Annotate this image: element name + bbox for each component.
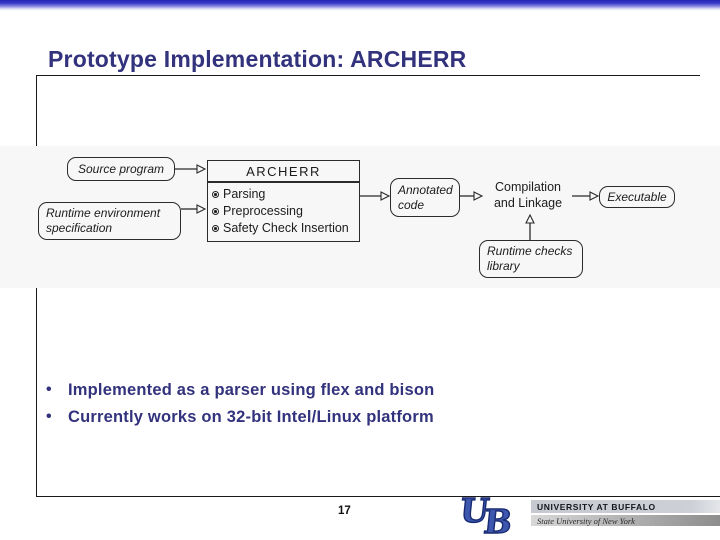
archerr-step-label: Parsing [223, 187, 266, 201]
archerr-step-preprocessing: Preprocessing [212, 203, 357, 220]
university-name: UNIVERSITY AT BUFFALO [537, 501, 656, 512]
archerr-title: ARCHERR [207, 160, 360, 182]
executable-label: Executable [607, 189, 667, 204]
diagram-arrows [175, 164, 600, 240]
runtime-environment-box: Runtime environment specification [38, 202, 181, 240]
executable-box: Executable [599, 186, 675, 208]
bullet-icon: • [46, 408, 52, 425]
source-program-box: Source program [67, 157, 175, 181]
top-gradient-bar [0, 0, 720, 11]
archerr-step-label: Safety Check Insertion [223, 221, 349, 235]
ub-logo: U B [461, 493, 515, 535]
bullet-text: Implemented as a parser using flex and b… [68, 381, 435, 399]
bullet-icon: • [46, 381, 52, 398]
university-name-bar: UNIVERSITY AT BUFFALO [531, 500, 720, 513]
page-title: Prototype Implementation: ARCHERR [48, 46, 467, 72]
archerr-step-label: Preprocessing [223, 204, 303, 218]
arrowhead-right-icon [196, 164, 207, 174]
list-item: • Implemented as a parser using flex and… [40, 381, 660, 400]
archerr-steps: Parsing Preprocessing Safety Check Inser… [207, 182, 360, 242]
university-subtitle: State University of New York [537, 515, 635, 526]
circled-dot-icon [212, 191, 219, 198]
arrowhead-right-icon [196, 204, 207, 214]
page-number: 17 [338, 505, 351, 517]
arrowhead-right-icon [589, 191, 600, 201]
logo-letter-u: U [461, 493, 491, 530]
annotated-code-box: Annotated code [390, 178, 460, 217]
compilation-linkage-label: Compilation and Linkage [493, 180, 563, 210]
arrowhead-right-icon [380, 191, 391, 201]
university-subtitle-bar: State University of New York [531, 515, 720, 526]
archerr-step-safety-check: Safety Check Insertion [212, 220, 357, 237]
arrowhead-right-icon [473, 191, 484, 201]
diagram-band: Source program Runtime environment speci… [0, 146, 720, 288]
list-item: • Currently works on 32-bit Intel/Linux … [40, 408, 660, 427]
title-rule [36, 75, 700, 76]
archerr-box: ARCHERR Parsing Preprocessing Safety Che… [207, 160, 360, 242]
arrowhead-up-icon [525, 213, 535, 224]
bottom-rule [36, 496, 720, 497]
runtime-checks-library-box: Runtime checks library [479, 240, 583, 278]
bullet-text: Currently works on 32-bit Intel/Linux pl… [68, 408, 434, 426]
archerr-step-parsing: Parsing [212, 186, 357, 203]
logo-letter-b: B [482, 502, 514, 535]
source-program-label: Source program [77, 161, 165, 176]
circled-dot-icon [212, 208, 219, 215]
bullet-list: • Implemented as a parser using flex and… [40, 381, 660, 435]
circled-dot-icon [212, 225, 219, 232]
